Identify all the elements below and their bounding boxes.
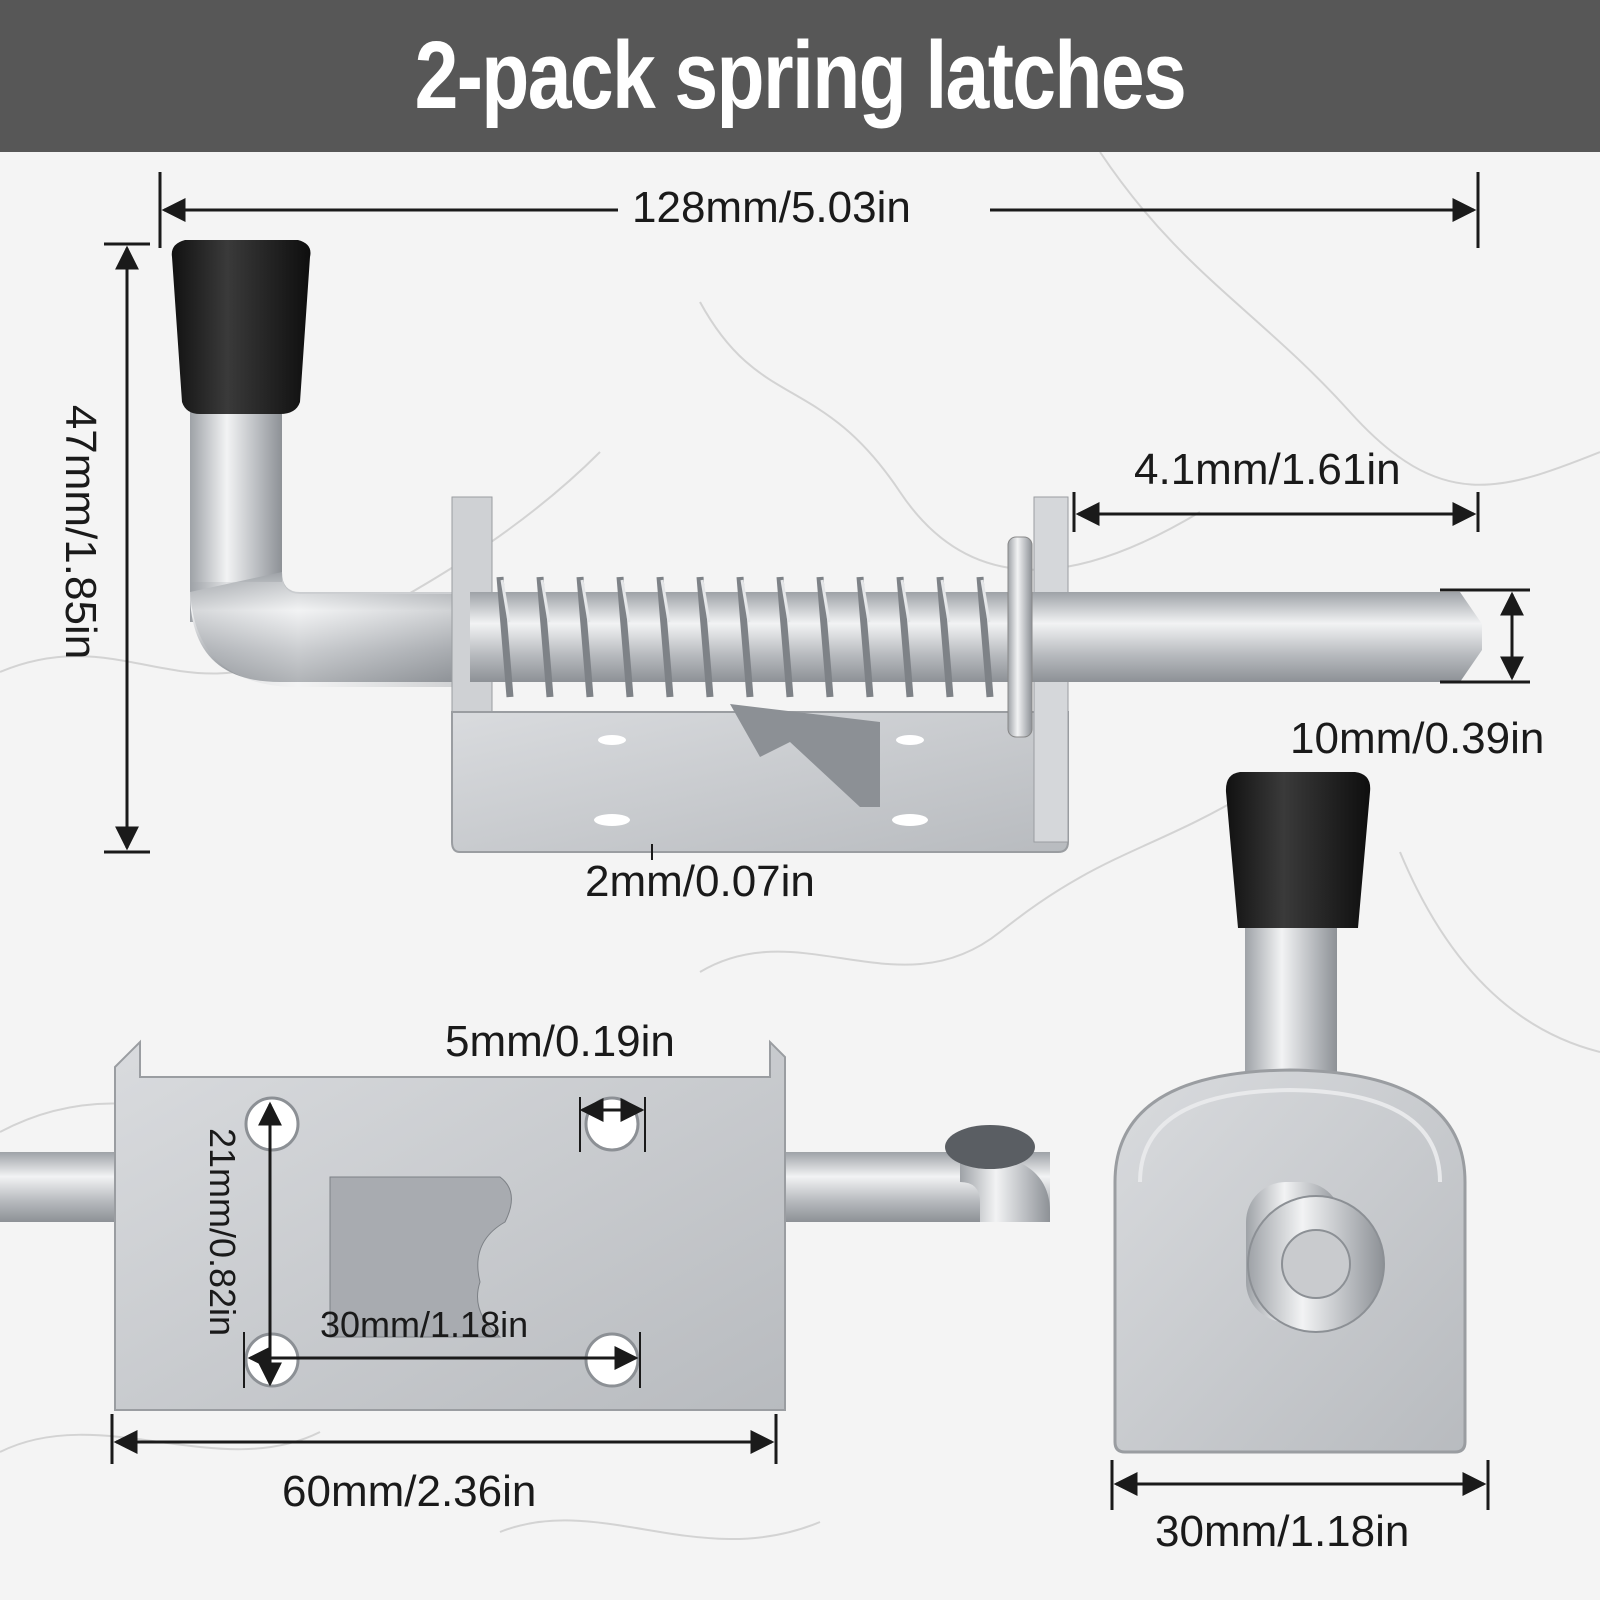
- product-illustration: 128mm/5.03in 47mm/1.85in 4.1mm/1.61in 10…: [0, 152, 1600, 1600]
- top-latch: [171, 240, 1482, 853]
- hole-spacing-horizontal-label: 30mm/1.18in: [320, 1304, 529, 1345]
- pin-rod: [470, 592, 1460, 682]
- marble-background: [0, 152, 1600, 1541]
- rubber-knob: [171, 240, 311, 414]
- bottom-left-latch: [0, 1039, 1050, 1411]
- dimension-lines: [104, 172, 1530, 1510]
- pin-length-label: 4.1mm/1.61in: [1134, 445, 1401, 494]
- hole-spacing-vertical-label: 21mm/0.82in: [202, 1127, 243, 1337]
- title-banner: 2-pack spring latches: [0, 0, 1600, 152]
- base-width-label: 30mm/1.18in: [1155, 1507, 1410, 1556]
- hole-diameter-label: 5mm/0.19in: [445, 1017, 675, 1066]
- base-length-label: 60mm/2.36in: [282, 1467, 537, 1516]
- pin-diameter-label: 10mm/0.39in: [1290, 714, 1545, 763]
- bottom-right-latch: [1113, 772, 1467, 1454]
- spring: [496, 576, 994, 698]
- banner-title: 2-pack spring latches: [414, 22, 1187, 129]
- height-label: 47mm/1.85in: [56, 404, 105, 660]
- overall-length-label: 128mm/5.03in: [618, 186, 925, 230]
- latch-drawings: [0, 152, 1600, 1541]
- plate-thickness-label: 2mm/0.07in: [585, 857, 815, 906]
